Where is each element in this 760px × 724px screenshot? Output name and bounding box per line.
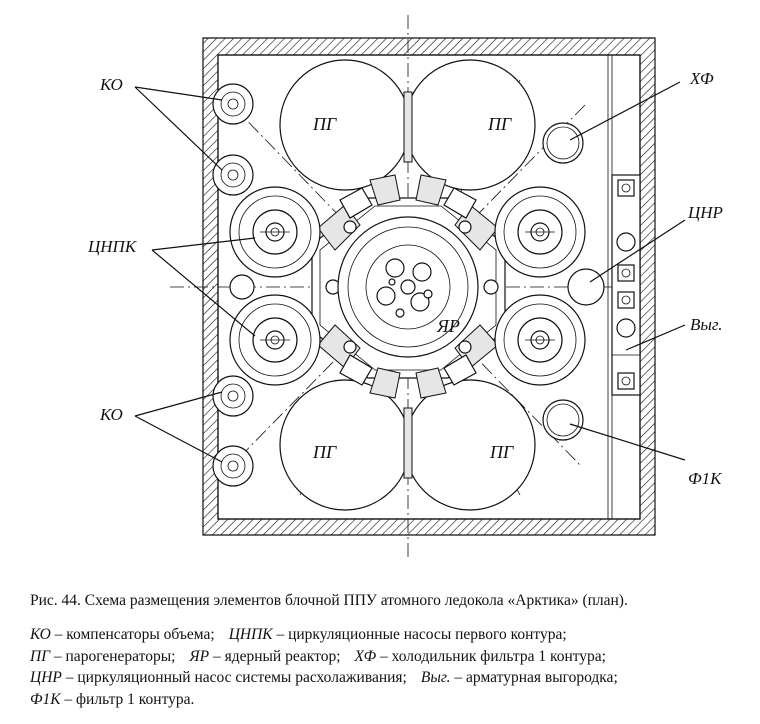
cooldown-pump [567,268,605,306]
pipe-connectors [317,174,499,399]
legend-line: ЦНР – циркуляционный насос системы расхо… [30,667,755,689]
label-yar: ЯР [436,316,460,336]
legend-abbr: ЦНР [30,669,62,686]
legend-line: КО – компенсаторы объема; ЦНПК – циркуляц… [30,624,755,646]
legend-desc: – арматурная выгородка; [450,669,618,686]
legend-desc: – циркуляционные насосы первого контура; [272,626,567,643]
legend: КО – компенсаторы объема; ЦНПК – циркуляц… [30,624,755,710]
label-ko-top: КО [99,75,123,94]
legend-desc: – циркуляционный насос системы расхолажи… [61,669,407,686]
legend-desc: – ядерный реактор; [209,647,341,665]
legend-desc: – компенсаторы объема; [50,626,215,643]
label-pg-4: ПГ [489,442,514,462]
filter-cooler [542,122,584,164]
legend-abbr: ХФ [354,647,377,665]
legend-desc: – фильтр 1 контура. [60,690,195,708]
legend-abbr: ЦНПК [228,626,273,643]
legend-line: Ф1К – фильтр 1 контура. [30,689,755,711]
coolant-pumps [229,186,586,386]
label-tsnpk: ЦНПК [87,237,138,256]
legend-desc: – холодильник фильтра 1 контура; [376,647,606,665]
volume-compensators [212,83,254,487]
label-hf: ХФ [689,69,714,88]
primary-filter [542,399,584,441]
steam-generators [279,59,536,511]
nuclear-reactor [337,216,479,358]
label-pg-1: ПГ [312,114,337,134]
label-tsnr: ЦНР [687,203,723,222]
reactor-plan-diagram: КО КО ЦНПК ХФ ЦНР Выг. Ф1К ПГ ПГ ПГ ПГ Я… [87,15,723,560]
label-vyg: Выг. [690,315,723,334]
valve-enclosure [611,174,641,396]
legend-abbr: ПГ [30,647,51,665]
label-pg-2: ПГ [487,114,512,134]
label-ko-bottom: КО [99,405,123,424]
legend-abbr: ЯР [189,647,210,665]
label-f1k: Ф1К [688,469,723,488]
label-pg-3: ПГ [312,442,337,462]
legend-abbr: КО [30,626,51,643]
legend-line: ПГ – парогенераторы; ЯР – ядерный реактор… [30,646,755,668]
legend-abbr: Ф1К [30,690,61,708]
leader-lines [134,81,686,463]
legend-abbr: Выг. [420,669,451,686]
figure-caption: Рис. 44. Схема размещения элементов блоч… [30,592,628,609]
legend-desc: – парогенераторы; [50,647,176,665]
